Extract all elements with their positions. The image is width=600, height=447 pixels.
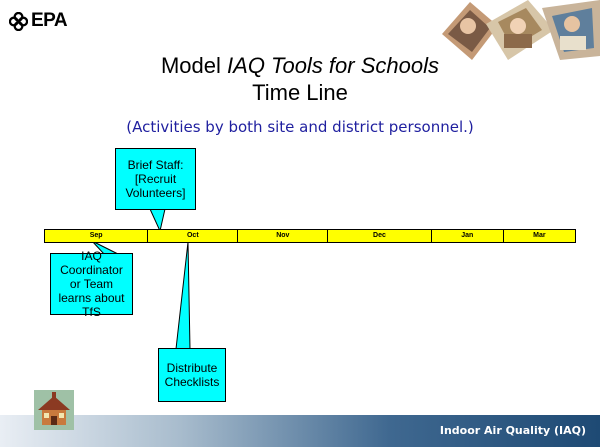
footer-label: Indoor Air Quality (IAQ) xyxy=(439,424,586,437)
slide-subtitle: (Activities by both site and district pe… xyxy=(126,118,474,136)
schoolhouse-icon xyxy=(34,390,74,430)
epa-logo: EPA xyxy=(9,10,68,32)
coordinator-callout: IAQ Coordinator or Team learns about TfS xyxy=(50,249,133,319)
slide-title-line-2: Time Line xyxy=(252,80,348,105)
timeline-month: Dec xyxy=(328,230,432,242)
checklists-pointer xyxy=(175,241,191,350)
checklists-text: Distribute Checklists xyxy=(164,361,220,389)
epa-logo-text: EPA xyxy=(31,10,68,31)
title-lead: Model xyxy=(160,53,228,78)
timeline-month: Sep xyxy=(45,230,149,242)
coordinator-text: IAQ Coordinator or Team learns about TfS xyxy=(58,249,125,319)
slide-title: Model IAQ Tools for Schools xyxy=(0,53,600,79)
timeline-month: Nov xyxy=(238,230,329,242)
school-children-photo-strip xyxy=(442,0,600,60)
footer-bar: Indoor Air Quality (IAQ) xyxy=(0,415,600,447)
timeline-month: Mar xyxy=(533,232,546,239)
epa-flower-icon xyxy=(9,11,28,31)
brief-staff-text: Brief Staff: [Recruit Volunteers] xyxy=(125,158,186,200)
brief-staff-pointer xyxy=(149,208,166,233)
checklists-callout: Distribute Checklists xyxy=(158,348,226,402)
brief-staff-callout: Brief Staff: [Recruit Volunteers] xyxy=(115,148,196,210)
timeline-month: Jan xyxy=(432,230,504,242)
timeline-month: Oct xyxy=(148,230,239,242)
timeline-bar: Sep Oct Nov Dec Jan Mar xyxy=(44,229,576,243)
title-italic: IAQ Tools for Schools xyxy=(227,53,439,78)
